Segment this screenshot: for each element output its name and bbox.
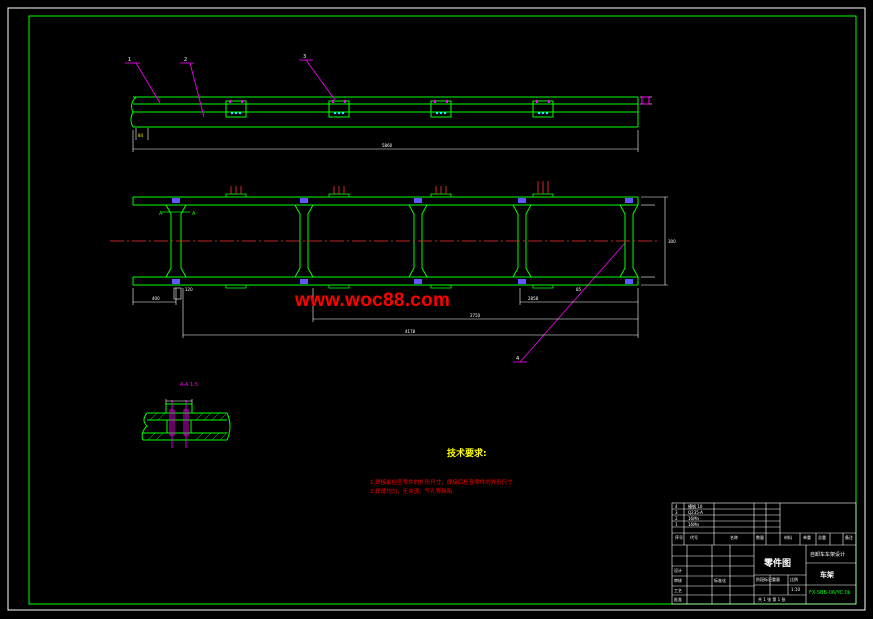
bracket-markers [229, 100, 550, 103]
sign-process: 工艺 [674, 588, 682, 593]
sign-review: 审核 [674, 578, 682, 583]
scale-value: 1:10 [791, 587, 800, 592]
bom-row-3-code: 16Mn [688, 516, 700, 521]
bom-row-2-code: Q235-A [688, 510, 703, 515]
stage-label-mark: 阶段标记 [756, 577, 772, 582]
bom-row-3-no: 2 [675, 516, 678, 521]
header-cell-name: 名称 [730, 535, 738, 540]
dim-d5: 120 [185, 287, 193, 292]
plan-view-dimensions [132, 196, 668, 338]
dim-d6: 85 [576, 287, 582, 292]
stage-label-weight: 重量 [772, 577, 780, 582]
section-label: A-A 1:5 [180, 382, 198, 388]
dim-d1: 400 [152, 296, 160, 301]
balloon-3: 3 [303, 54, 306, 60]
header-cell-code: 代号 [690, 535, 698, 540]
plan-bolt-symbols [230, 181, 549, 194]
header-cell-no: 序号 [675, 535, 683, 540]
dim-d2: 2858 [528, 296, 539, 301]
bom-row-1-code: 槽钢 10 [688, 504, 703, 509]
balloon-1: 1 [128, 57, 131, 63]
side-elevation-view [130, 96, 639, 128]
header-cell-material: 材料 [784, 535, 792, 540]
top-view-dimensions [132, 96, 652, 152]
part-type: 零件图 [764, 559, 792, 569]
plan-weld-marks [172, 198, 633, 284]
tech-requirement-line-2: 2.焊缝均匀，无夹渣、气孔等缺陷 [370, 489, 453, 495]
section-mark-right: A [192, 211, 196, 217]
stage-label-scale: 比例 [790, 577, 798, 582]
sign-standard: 标准化 [714, 578, 726, 583]
drawing-number: FX-SBB-06/YC.0k [809, 590, 851, 596]
plan-bracket-stubs [225, 193, 554, 289]
balloon-2: 2 [184, 57, 187, 63]
dim-d3: 2750 [470, 313, 481, 318]
tech-requirements-title: 技术要求: [447, 449, 487, 459]
inner-frame [28, 15, 857, 605]
tech-requirement-line-1: 1.焊接前检查零件的外形尺寸，焊接后检查零件的外形尺寸 [370, 480, 513, 486]
sign-approve: 批准 [674, 597, 682, 602]
header-cell-remark: 备注 [845, 535, 853, 540]
bom-row-4-no: 1 [675, 522, 678, 527]
dim-width-right: 300 [668, 239, 676, 244]
watermark: www.woc88.com [295, 290, 451, 311]
title-block-grid [671, 502, 857, 605]
section-mark-left: A [159, 211, 163, 217]
bom-row-4-code: 16Mn [688, 522, 700, 527]
bracket-bolt-holes [230, 111, 549, 115]
header-cell-unit-weight: 单重 [803, 535, 811, 540]
section-dims [165, 399, 193, 404]
header-cell-total-weight: 总重 [818, 535, 826, 540]
sheet-info: 共 1 张 第 1 张 [758, 597, 786, 602]
part-name: 车架 [820, 571, 834, 579]
section-a-a-view [141, 403, 231, 441]
header-cell-qty: 数量 [756, 535, 764, 540]
balloon-4: 4 [516, 356, 519, 362]
design-company: 自卸车车架设计 [810, 552, 846, 558]
outer-frame [7, 7, 866, 611]
dim-height-small: 84 [138, 133, 144, 138]
balloon-leaders [125, 59, 626, 363]
plan-dim-box [173, 287, 182, 300]
bom-row-2-no: 3 [675, 510, 678, 515]
plan-view-rails [132, 196, 639, 286]
dim-overall-length: 5860 [382, 143, 393, 148]
dim-d4: 4178 [405, 329, 416, 334]
sign-design: 设计 [674, 568, 682, 573]
end-dim-marker [641, 96, 650, 105]
section-hatching [147, 412, 227, 441]
bom-row-1-no: 4 [675, 504, 678, 509]
section-bolts [169, 400, 189, 448]
